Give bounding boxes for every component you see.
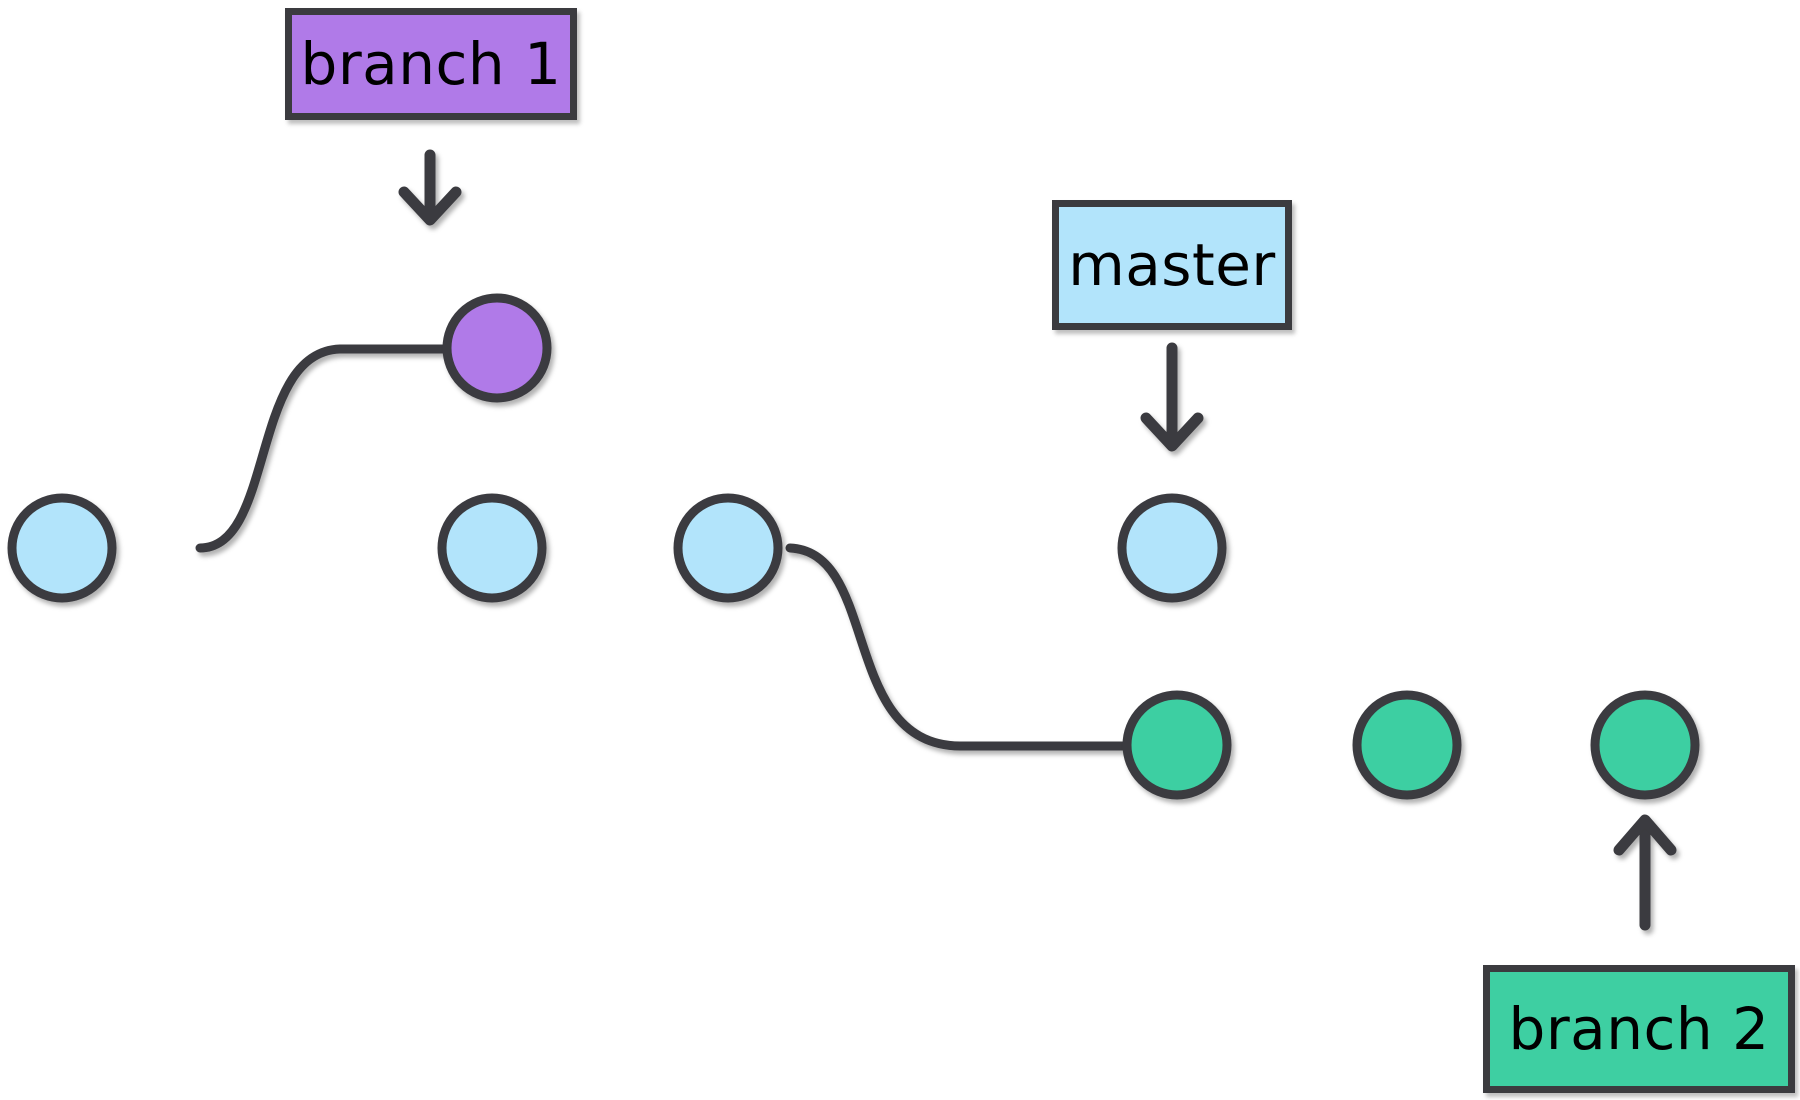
commit-node-branch1-1[interactable] (442, 293, 552, 403)
branch2-commit-nodes (1122, 690, 1700, 800)
commit-node-master-4[interactable] (1117, 493, 1227, 603)
branch1-commit-nodes (442, 293, 552, 403)
commit-node-branch2-3[interactable] (1590, 690, 1700, 800)
commit-node-master-1[interactable] (7, 493, 117, 603)
branch2-arrow-icon (1613, 814, 1677, 931)
branch2-connector-curve (785, 543, 1135, 751)
branch1-arrow-icon (398, 149, 462, 226)
master-commit-nodes (7, 493, 1227, 603)
commit-node-branch2-2[interactable] (1352, 690, 1462, 800)
branch-label-branch2[interactable]: branch 2 (1483, 965, 1795, 1093)
branch-label-master-text: master (1068, 231, 1276, 299)
branch-label-branch1[interactable]: branch 1 (285, 8, 577, 120)
commit-node-branch2-1[interactable] (1122, 690, 1232, 800)
branch1-connector-curve (195, 344, 457, 553)
branch-label-branch2-text: branch 2 (1508, 995, 1770, 1063)
branch-label-branch1-text: branch 1 (300, 30, 562, 98)
commit-node-master-3[interactable] (673, 493, 783, 603)
branch-label-master[interactable]: master (1052, 200, 1292, 330)
commit-node-master-2[interactable] (437, 493, 547, 603)
master-arrow-icon (1140, 342, 1204, 452)
